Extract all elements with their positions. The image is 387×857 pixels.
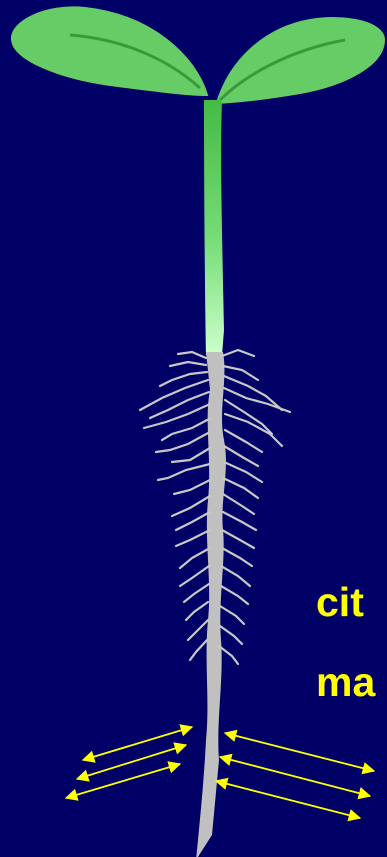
stem — [204, 100, 224, 355]
arrow-left-1 — [83, 727, 192, 760]
right-cotyledon — [217, 18, 384, 103]
arrow-left-2 — [77, 745, 186, 779]
arrow-right-3 — [216, 781, 360, 818]
label-line-1: cit — [316, 582, 364, 623]
label-line-2: ma — [316, 662, 375, 703]
arrow-left-3 — [66, 764, 180, 798]
diffusion-arrows — [66, 727, 374, 818]
arrow-right-1 — [225, 733, 374, 771]
left-cotyledon — [12, 7, 207, 95]
taproot — [196, 352, 226, 857]
arrow-right-2 — [220, 757, 370, 796]
